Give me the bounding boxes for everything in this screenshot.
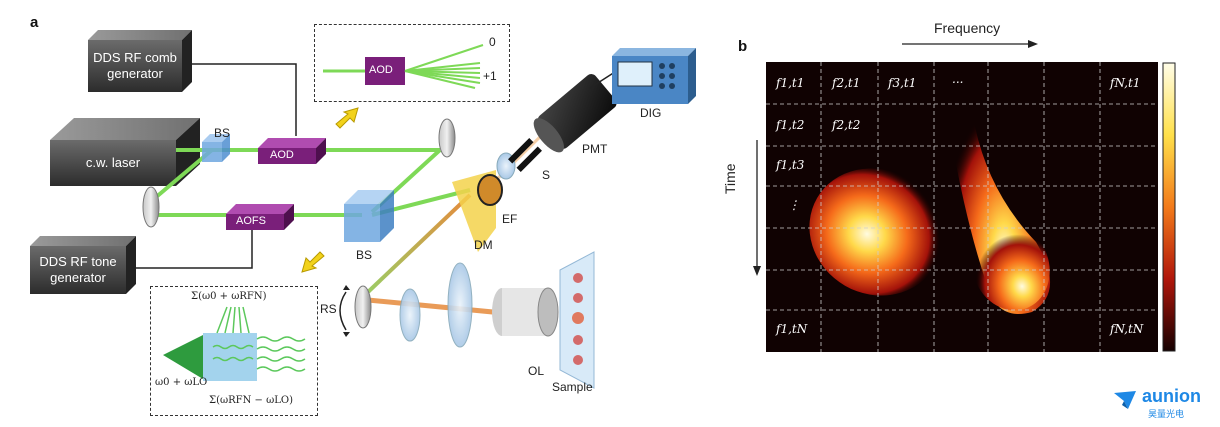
cell-label-r2c2: f2,t2: [832, 118, 861, 132]
aofs-crystal: [226, 204, 294, 230]
inset-left-freq: ω0 + ωLO: [155, 377, 208, 388]
bs-big-label: BS: [356, 248, 373, 262]
cell-label-rNc1: f1,tN: [776, 322, 808, 336]
sample-label: Sample: [552, 380, 593, 394]
slit-label: S: [542, 168, 551, 182]
pmt-label: PMT: [582, 142, 608, 156]
dig-label: DIG: [640, 106, 662, 120]
dds-tone-label: DDS RF tone generator: [39, 254, 117, 285]
aofs-label: AOFS: [236, 215, 266, 227]
arrow-to-top-inset: [335, 107, 359, 129]
cell-label-r3c1: f1,t3: [776, 158, 805, 172]
mirror-top-right: [438, 118, 456, 158]
inset-order1: +1: [483, 69, 497, 83]
inset-sum-top: Σ(ω0 + ωRFN): [191, 291, 267, 302]
aunion-logo-sub: 昊量光电: [1148, 409, 1185, 419]
cw-laser-label: c.w. laser: [85, 155, 141, 170]
time-arrow: [753, 140, 761, 276]
cell-label-r1cN: fN,t1: [1110, 76, 1141, 90]
aod-label: AOD: [270, 149, 294, 161]
tube-lens: [447, 262, 473, 348]
panel-a-diagram: [30, 30, 696, 389]
aod-crystal: [258, 138, 326, 164]
cell-label-r1c1: f1,t1: [776, 76, 805, 90]
bs-small-cube: [202, 134, 230, 162]
dds-comb-box: [88, 30, 192, 92]
scan-lens: [399, 288, 421, 342]
cell-label-r1c4: ...: [952, 72, 964, 86]
inset-order0: 0: [489, 35, 496, 49]
resonant-scanner: [354, 285, 372, 329]
wire-tone: [136, 222, 253, 269]
fluorescence-image: [766, 62, 1158, 352]
bs-big-cube: [344, 190, 394, 242]
cell-label-r2c1: f1,t2: [776, 118, 805, 132]
slit: [508, 138, 542, 172]
rs-label: RS: [320, 302, 337, 316]
wire-comb: [182, 63, 297, 136]
cell-label-r1c3: f3,t1: [888, 76, 917, 90]
cell-label-rNcN: fN,tN: [1110, 322, 1144, 336]
dm-label: DM: [474, 238, 493, 252]
ol-label: OL: [528, 364, 545, 378]
inset-aod: AOD 0 +1: [314, 24, 510, 102]
panel-b-letter: b: [738, 38, 748, 55]
pmt: [533, 74, 617, 153]
time-axis-label: Time: [722, 163, 738, 194]
bs-small-label: BS: [214, 126, 231, 140]
cell-label-r1c2: f2,t1: [832, 76, 861, 90]
panel-a-letter: a: [30, 14, 39, 31]
dds-comb-label: DDS RF comb generator: [93, 50, 177, 81]
colorbar: [1162, 62, 1176, 352]
sample-slide: [559, 251, 595, 389]
emission-filter: [477, 174, 503, 206]
digitizer: [612, 48, 696, 104]
grid-lines: [766, 62, 1158, 352]
inset-sum-bottom: Σ(ωRFN − ωLO): [209, 395, 293, 406]
mirror-left: [142, 186, 160, 228]
dds-tone-box: [30, 236, 136, 294]
aunion-logo-name: aunion: [1142, 386, 1201, 406]
inset-aod-label: AOD: [369, 64, 393, 76]
aunion-logo-icon: [1114, 391, 1136, 409]
arrow-to-bottom-inset: [301, 251, 325, 273]
inset-mixing: Σ(ω0 + ωRFN) ω0 + ωLO Σ(ωRFN − ωLO): [150, 286, 318, 416]
cell-label-r4c1: ⋮: [788, 198, 800, 212]
ef-label: EF: [502, 212, 518, 226]
objective-lens: [492, 287, 559, 337]
frequency-arrow: [902, 40, 1038, 48]
frequency-axis-label: Frequency: [934, 20, 1001, 36]
